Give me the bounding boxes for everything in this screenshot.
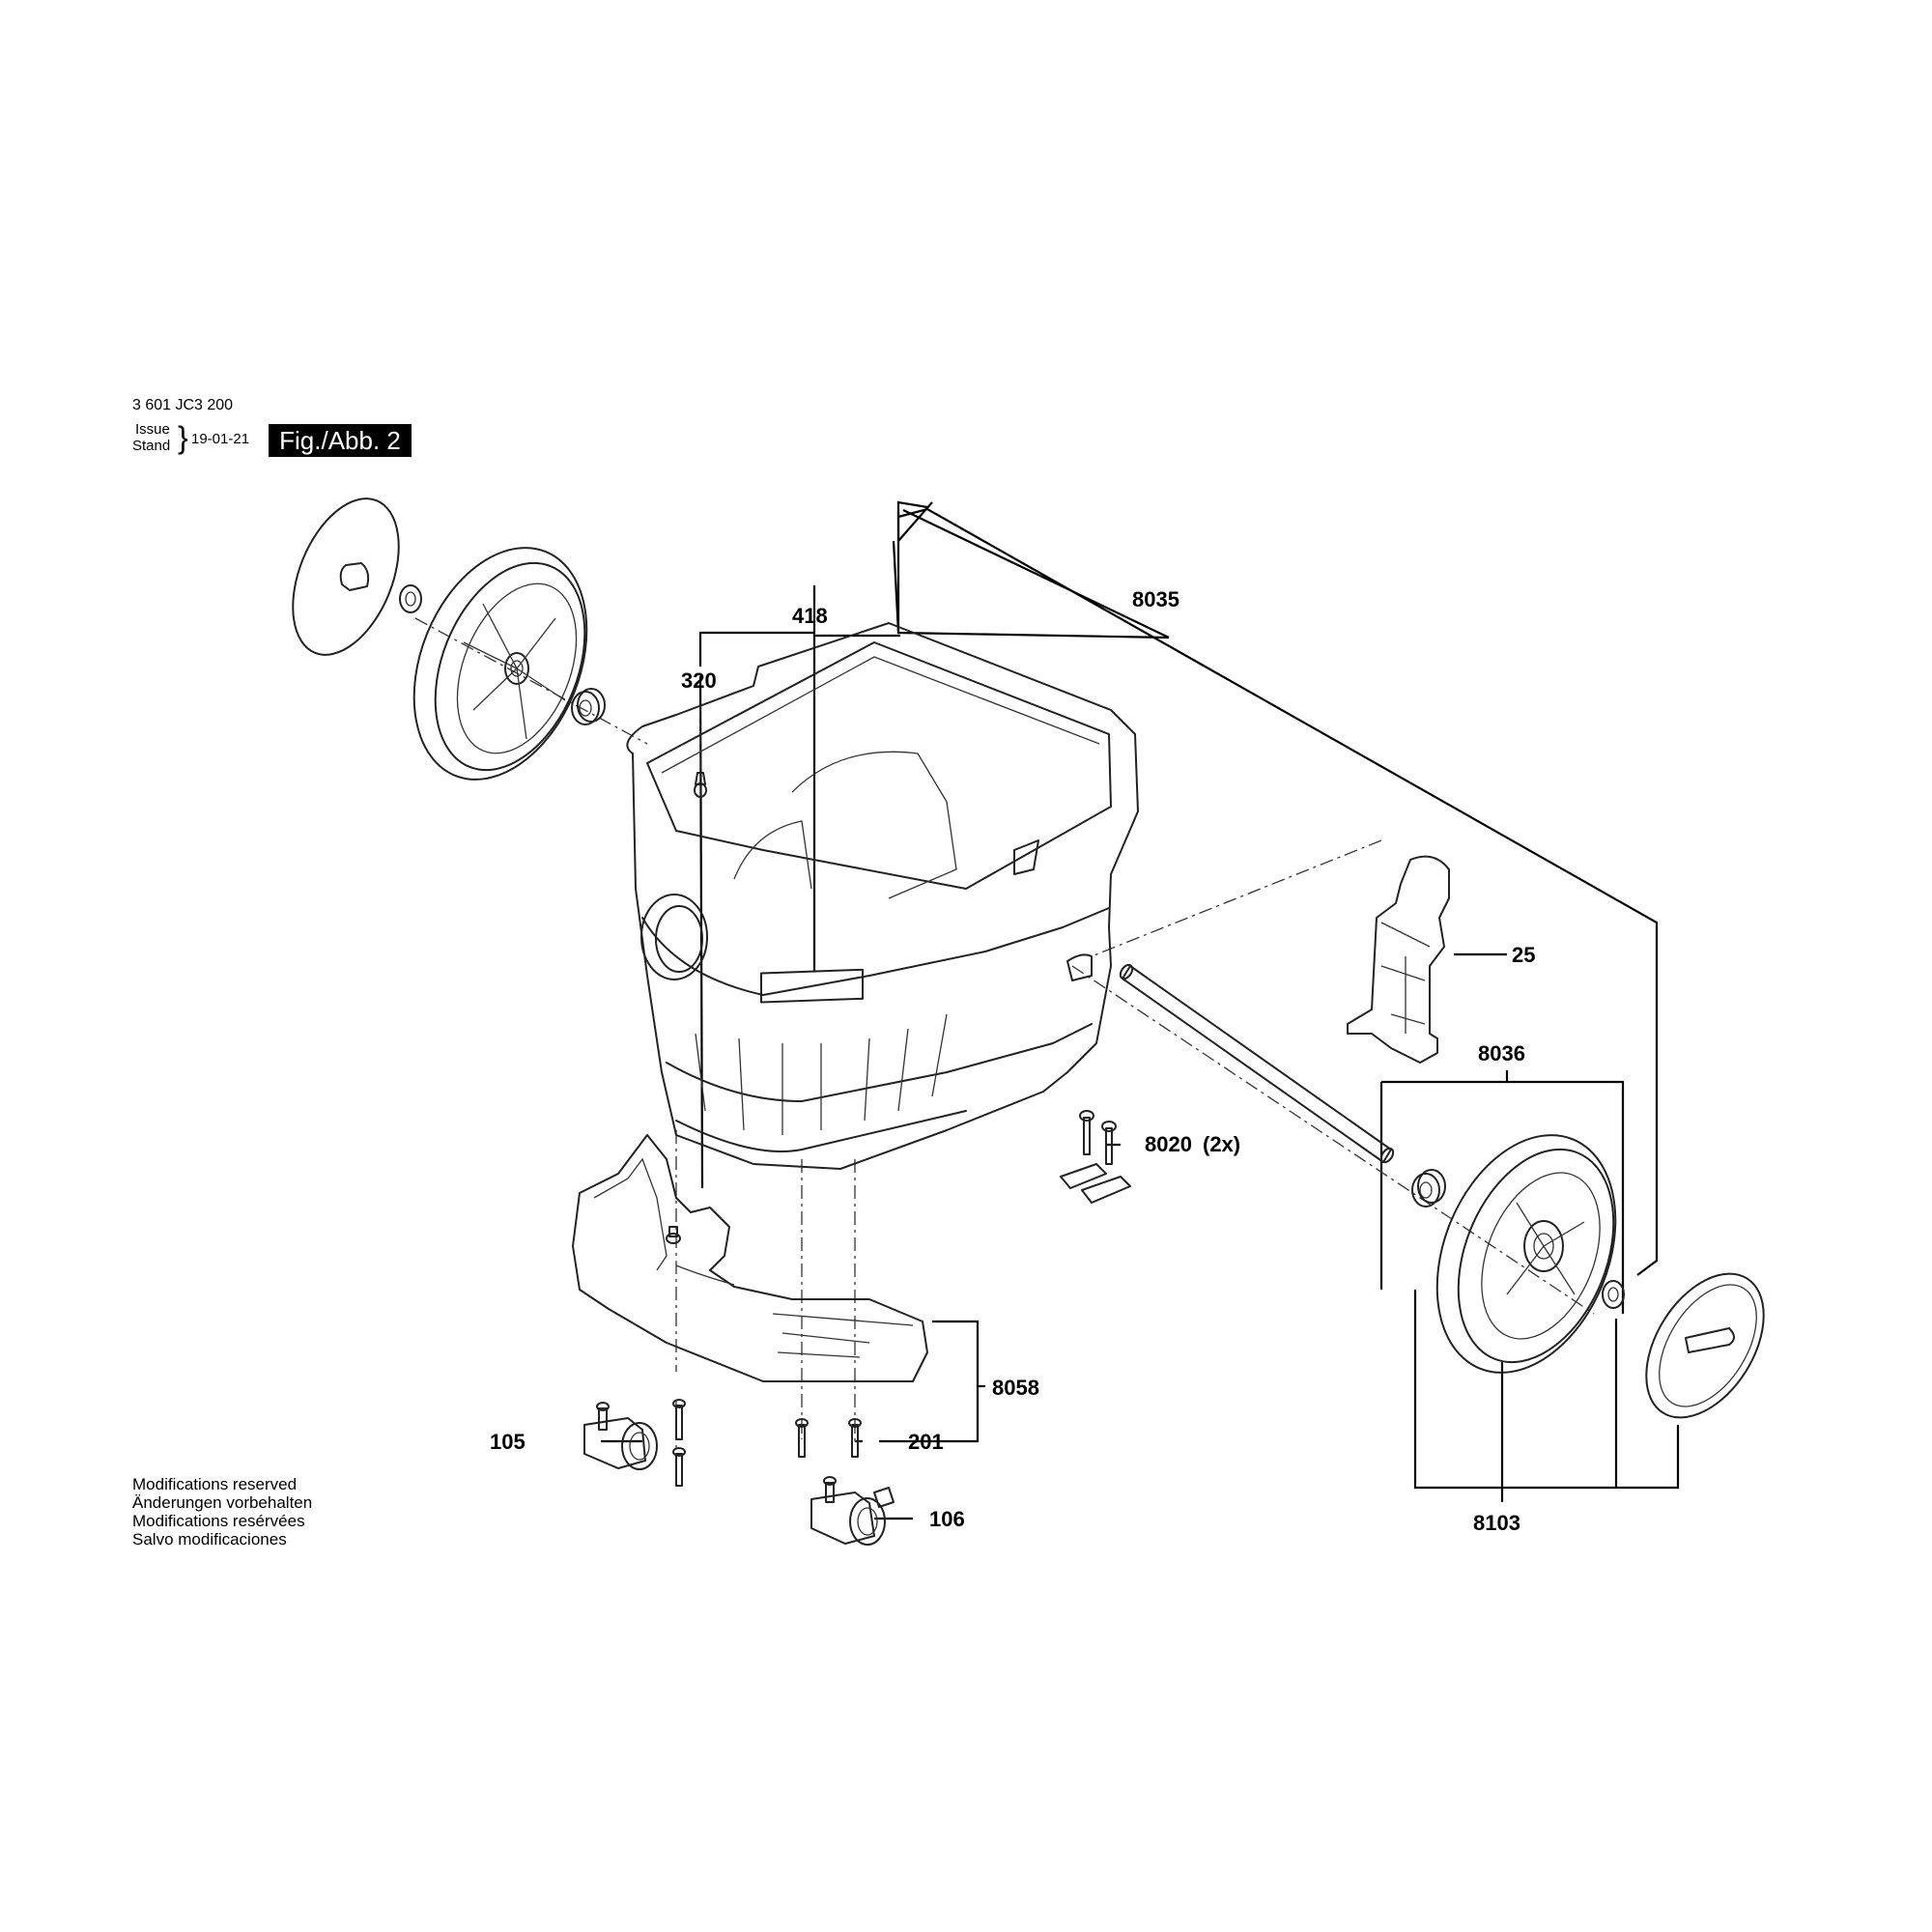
callout-8036: 8036 [1478,1041,1525,1065]
right-clip-ring [1602,1280,1625,1309]
callout-106: 106 [929,1507,965,1531]
centre-lines [414,617,1595,1468]
callout-418: 418 [792,604,828,628]
stand-label: Stand [132,438,171,454]
latch-25 [1347,855,1450,1064]
screws-8020 [1060,1110,1131,1204]
callout-105: 105 [490,1430,526,1454]
right-wheel [1435,1134,1617,1374]
modifications-es: Salvo modificaciones [132,1530,287,1548]
callout-25: 25 [1512,943,1535,967]
screws-201 [672,1399,862,1487]
caster-105 [583,1402,658,1470]
right-spacer [1411,1169,1446,1208]
modifications-note: Modifications reserved Änderungen vorbeh… [132,1475,312,1548]
callout-201: 201 [908,1430,944,1454]
callout-320: 320 [681,668,717,693]
right-hubcap [1645,1272,1765,1419]
part-number: 3 601 JC3 200 [132,397,234,413]
modifications-en: Modifications reserved [132,1475,298,1493]
base-bumper [572,1134,928,1382]
left-hubcap [292,497,400,656]
issue-label: Issue [135,421,170,438]
callout-8058: 8058 [992,1376,1039,1400]
left-spacer [571,688,606,725]
callout-8020: 8020 [1145,1132,1192,1156]
left-wheel [412,547,588,781]
axle-rod [1119,963,1395,1164]
caster-106 [810,1476,895,1546]
modifications-de: Änderungen vorbehalten [132,1493,313,1512]
callout-8103: 8103 [1473,1511,1520,1535]
issue-date: 19-01-21 [191,431,250,447]
dust-container [626,622,1139,1170]
left-clip-ring [399,584,422,613]
modifications-fr: Modifications resérvées [132,1512,305,1530]
pin-320 [694,772,707,798]
figure-badge: Fig./Abb. 2 [269,424,412,457]
header-brace: } [178,420,188,455]
callout-8020-qty: (2x) [1203,1132,1240,1156]
callout-8035: 8035 [1132,587,1179,611]
